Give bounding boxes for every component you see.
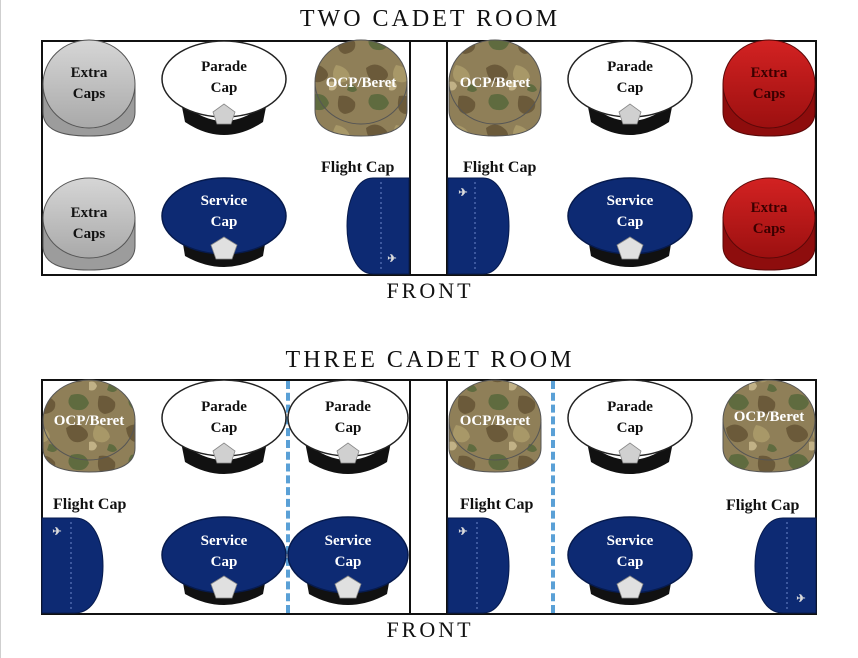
cap-label: Parade [325, 399, 371, 415]
cap-label: Cap [335, 554, 362, 570]
insignia-icon: ✈ [458, 187, 467, 199]
service-cap-icon: Service Cap [567, 516, 693, 605]
ocp-beret-icon: OCP/Beret [42, 379, 136, 473]
cap-label: Caps [753, 221, 786, 237]
three-room-dashed-divider-left [286, 381, 290, 613]
flight-cap-label: Flight Cap [726, 497, 800, 514]
extra-caps-icon: Extra Caps [722, 177, 816, 271]
cap-label: OCP/Beret [326, 75, 397, 91]
service-cap-icon: Service Cap [567, 177, 693, 267]
flight-cap-icon: ✈ [447, 517, 510, 614]
ocp-beret-icon: OCP/Beret [314, 39, 408, 137]
flight-cap-label: Flight Cap [460, 496, 534, 513]
cap-label: Cap [211, 420, 238, 436]
flight-cap-icon: ✈ [447, 177, 510, 275]
eagle-insignia-icon [334, 575, 362, 599]
cap-label: Cap [617, 420, 644, 436]
cap-label: Extra [751, 200, 788, 216]
insignia-icon: ✈ [796, 593, 805, 605]
cap-label: Cap [335, 420, 362, 436]
eagle-insignia-icon [618, 442, 642, 464]
eagle-insignia-icon [210, 575, 238, 599]
eagle-insignia-icon [212, 442, 236, 464]
three-cadet-room-title: THREE CADET ROOM [285, 347, 575, 373]
extra-caps-icon: Extra Caps [42, 39, 136, 137]
service-cap-icon: Service Cap [161, 516, 287, 605]
eagle-insignia-icon [210, 236, 238, 260]
parade-cap-icon: Parade Cap [567, 40, 693, 135]
cap-label: Parade [607, 59, 653, 75]
extra-caps-icon: Extra Caps [722, 39, 816, 137]
two-room-divider-right [446, 40, 448, 276]
eagle-insignia-icon [616, 575, 644, 599]
cap-label: Extra [751, 65, 788, 81]
flight-cap-label: Flight Cap [463, 159, 537, 176]
cap-label: Extra [71, 205, 108, 221]
parade-cap-icon: Parade Cap [161, 40, 287, 135]
flight-cap-icon: ✈ [754, 517, 817, 614]
cap-label: Service [201, 533, 248, 549]
cap-label: Caps [73, 86, 106, 102]
cap-label: Service [201, 193, 248, 209]
parade-cap-icon: Parade Cap [161, 379, 287, 474]
cap-label: Cap [211, 214, 238, 230]
parade-cap-icon: Parade Cap [287, 379, 409, 474]
cap-label: Caps [753, 86, 786, 102]
cap-label: Extra [71, 65, 108, 81]
three-room-dashed-divider-right [551, 381, 555, 613]
flight-cap-icon: ✈ [41, 517, 104, 614]
ocp-beret-icon: OCP/Beret [448, 39, 542, 137]
cap-label: OCP/Beret [460, 413, 531, 429]
cap-label: Parade [201, 399, 247, 415]
cap-label: Service [325, 533, 372, 549]
cap-label: Cap [617, 80, 644, 96]
eagle-insignia-icon [618, 103, 642, 125]
flight-cap-icon: ✈ [346, 177, 410, 275]
eagle-insignia-icon [212, 103, 236, 125]
cap-label: Parade [607, 399, 653, 415]
cap-label: Service [607, 533, 654, 549]
cap-label: Cap [211, 554, 238, 570]
service-cap-icon: Service Cap [287, 516, 409, 605]
cap-label: OCP/Beret [54, 413, 125, 429]
ocp-beret-icon: OCP/Beret [722, 379, 816, 473]
cap-label: OCP/Beret [734, 409, 805, 425]
insignia-icon: ✈ [458, 526, 467, 538]
cap-label: Cap [617, 554, 644, 570]
flight-cap-label: Flight Cap [53, 496, 127, 513]
three-room-divider-left [409, 379, 411, 615]
three-cadet-room-front-label: FRONT [386, 617, 474, 642]
cap-label: Cap [617, 214, 644, 230]
extra-caps-icon: Extra Caps [42, 177, 136, 271]
insignia-icon: ✈ [387, 253, 396, 265]
three-room-divider-right [446, 379, 448, 615]
insignia-icon: ✈ [52, 526, 61, 538]
eagle-insignia-icon [336, 442, 360, 464]
cap-label: Parade [201, 59, 247, 75]
cap-label: Caps [73, 226, 106, 242]
parade-cap-icon: Parade Cap [567, 379, 693, 474]
service-cap-icon: Service Cap [161, 177, 287, 267]
cap-label: Service [607, 193, 654, 209]
eagle-insignia-icon [616, 236, 644, 260]
two-room-divider-left [409, 40, 411, 276]
two-cadet-room-front-label: FRONT [386, 278, 474, 303]
cap-label: OCP/Beret [460, 75, 531, 91]
ocp-beret-icon: OCP/Beret [448, 379, 542, 473]
flight-cap-label: Flight Cap [321, 159, 395, 176]
two-cadet-room-title: TWO CADET ROOM [299, 6, 561, 32]
cap-label: Cap [211, 80, 238, 96]
